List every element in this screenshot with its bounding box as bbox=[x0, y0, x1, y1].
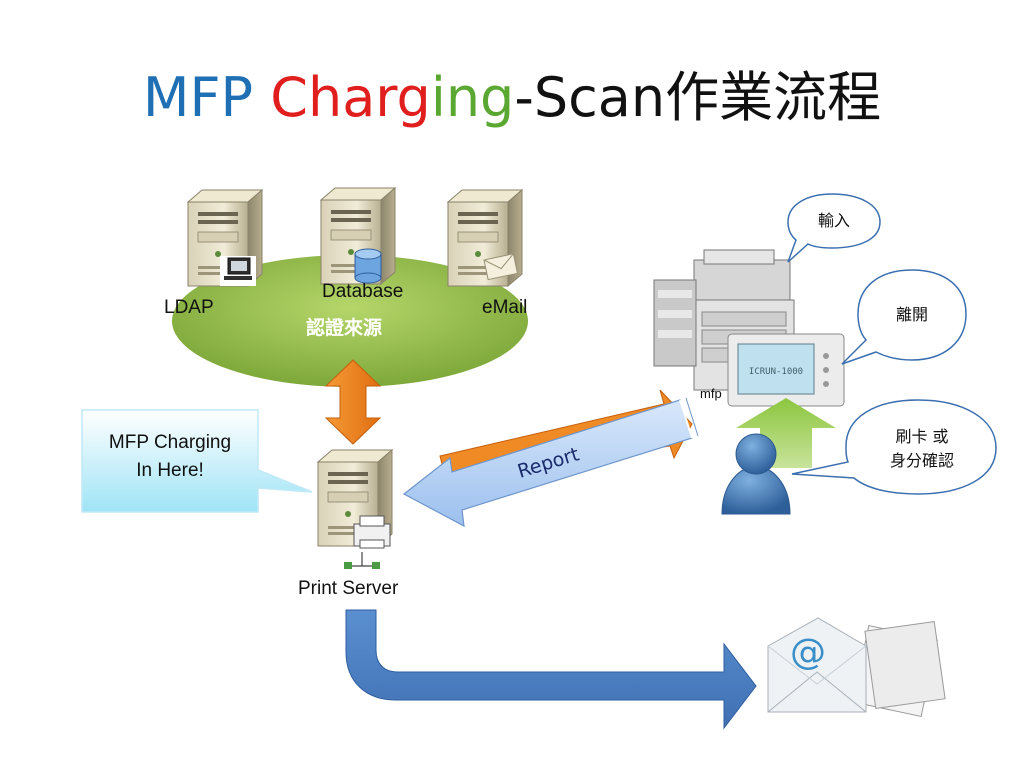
blue-bent-arrow bbox=[345, 609, 757, 730]
print-server-icon bbox=[317, 449, 393, 569]
monitor-icon bbox=[220, 256, 256, 286]
title-ing: ing bbox=[430, 66, 515, 129]
card-reader-panel: ICRUN-1000 bbox=[727, 333, 845, 407]
database-server-icon bbox=[320, 187, 396, 285]
email-label: eMail bbox=[482, 297, 528, 318]
orange-double-arrow bbox=[324, 359, 382, 445]
user-icon bbox=[721, 433, 791, 515]
envelope-icon bbox=[483, 253, 519, 281]
page-title: MFP Charging-Scan作業流程 bbox=[0, 58, 1024, 138]
title-scan: -Scan作業流程 bbox=[514, 66, 882, 129]
auth-source-oval bbox=[172, 255, 528, 387]
email-icon: @ bbox=[767, 617, 946, 718]
callout-line-2: In Here! bbox=[136, 460, 204, 481]
title-charg: Charg bbox=[270, 66, 431, 129]
callout-box bbox=[81, 409, 313, 513]
ldap-server-icon bbox=[187, 189, 263, 287]
auth-source-group-label: 認證來源 bbox=[306, 317, 383, 339]
callout-line-1: MFP Charging bbox=[108, 432, 232, 453]
email-server-icon bbox=[447, 189, 523, 287]
mfp-label: mfp bbox=[700, 386, 722, 401]
bubble-leave bbox=[841, 269, 967, 365]
bubble-leave-text: 離開 bbox=[895, 305, 928, 324]
at-symbol: @ bbox=[790, 632, 826, 673]
bubble-swipe-line-2: 身分確認 bbox=[889, 451, 954, 470]
print-server-label: Print Server bbox=[298, 578, 399, 599]
database-label: Database bbox=[322, 281, 404, 302]
title-mfp: MFP bbox=[142, 66, 271, 129]
bubble-input-text: 輸入 bbox=[817, 211, 850, 230]
network-icon bbox=[344, 552, 380, 569]
bubble-swipe-line-1: 刷卡 或 bbox=[895, 427, 949, 446]
database-icon bbox=[354, 248, 382, 284]
bubble-swipe bbox=[791, 399, 997, 495]
printer-icon bbox=[353, 515, 391, 549]
card-reader-screen-text: ICRUN-1000 bbox=[749, 367, 803, 377]
bubble-input bbox=[787, 193, 881, 263]
ldap-label: LDAP bbox=[164, 297, 214, 318]
